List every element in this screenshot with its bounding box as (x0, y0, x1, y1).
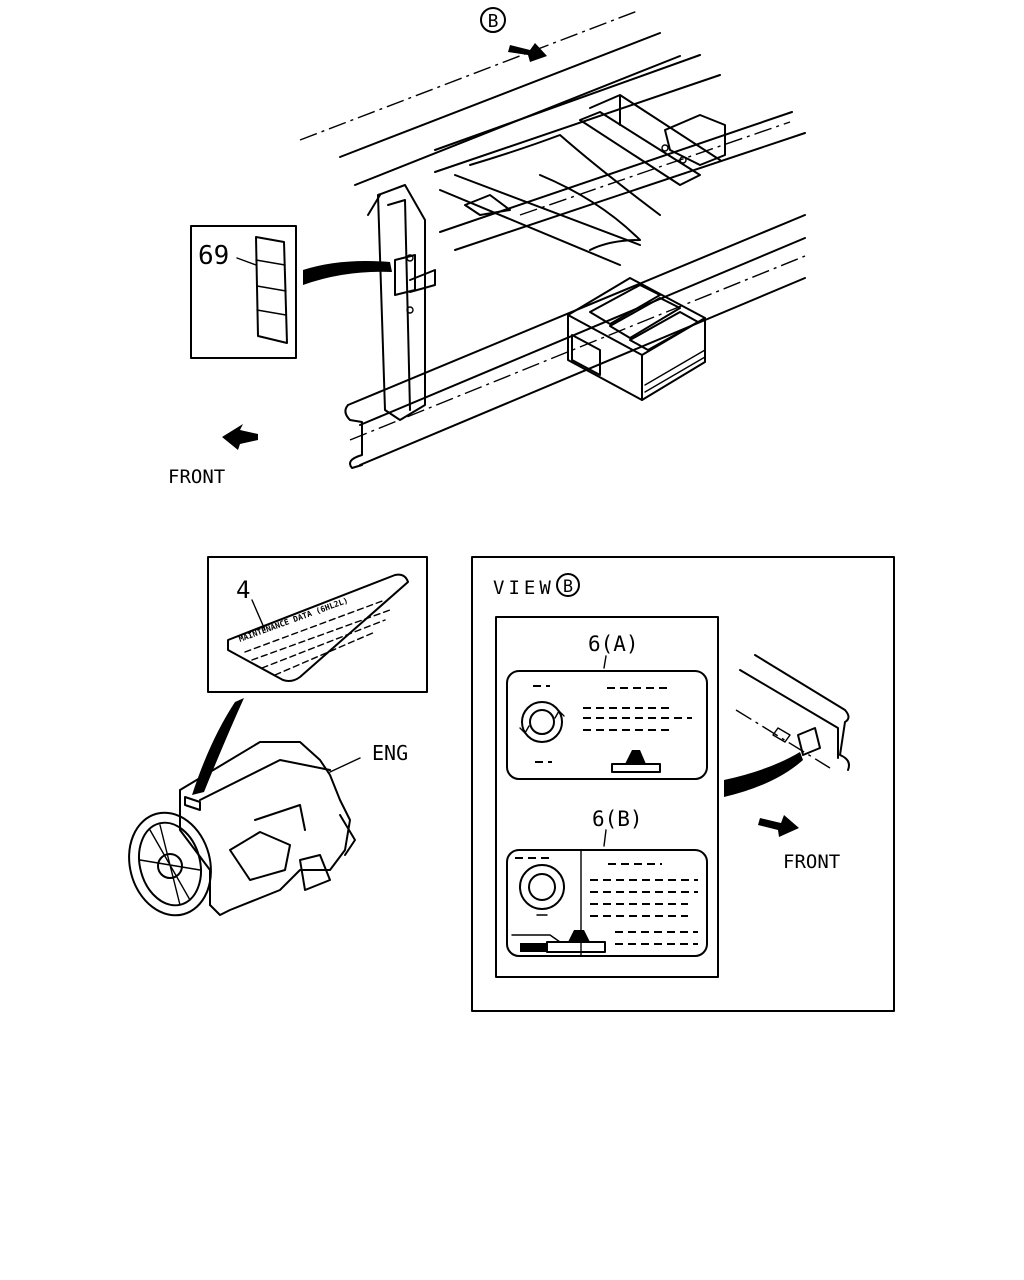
label-6b (506, 849, 708, 957)
part-number-6a: 6(A) (588, 632, 639, 656)
label-6a (506, 670, 708, 780)
view-b-marker: B (556, 573, 580, 597)
chassis-frame-illustration (299, 9, 806, 469)
part-number-69: 69 (198, 241, 229, 271)
view-b-marker-top: B (480, 7, 506, 33)
label-69-sticker (255, 236, 288, 344)
frame-rail-view-b (724, 654, 850, 797)
front-arrow-view: FRONT (758, 815, 840, 873)
view-b-marker-text: B (563, 577, 573, 597)
view-b-marker-top-text: B (488, 11, 499, 32)
front-arrow-top: FRONT (168, 424, 258, 488)
view-direction-arrow (508, 43, 547, 62)
label-4-box: 4 MAINTENANCE DATA (6HL2L) (207, 556, 428, 693)
maintenance-data-label: MAINTENANCE DATA (6HL2L) (227, 573, 409, 682)
eng-label: ENG (372, 741, 408, 765)
view-b-panel: VIEW B 6(A) 6(B) (471, 556, 895, 1012)
callout-69-box: 69 (190, 225, 392, 359)
front-label-view: FRONT (783, 851, 840, 873)
part-number-4: 4 (236, 576, 250, 604)
front-label-top: FRONT (168, 466, 225, 488)
view-label: VIEW (493, 577, 555, 599)
engine-illustration (128, 698, 361, 917)
part-number-6b: 6(B) (592, 807, 643, 831)
